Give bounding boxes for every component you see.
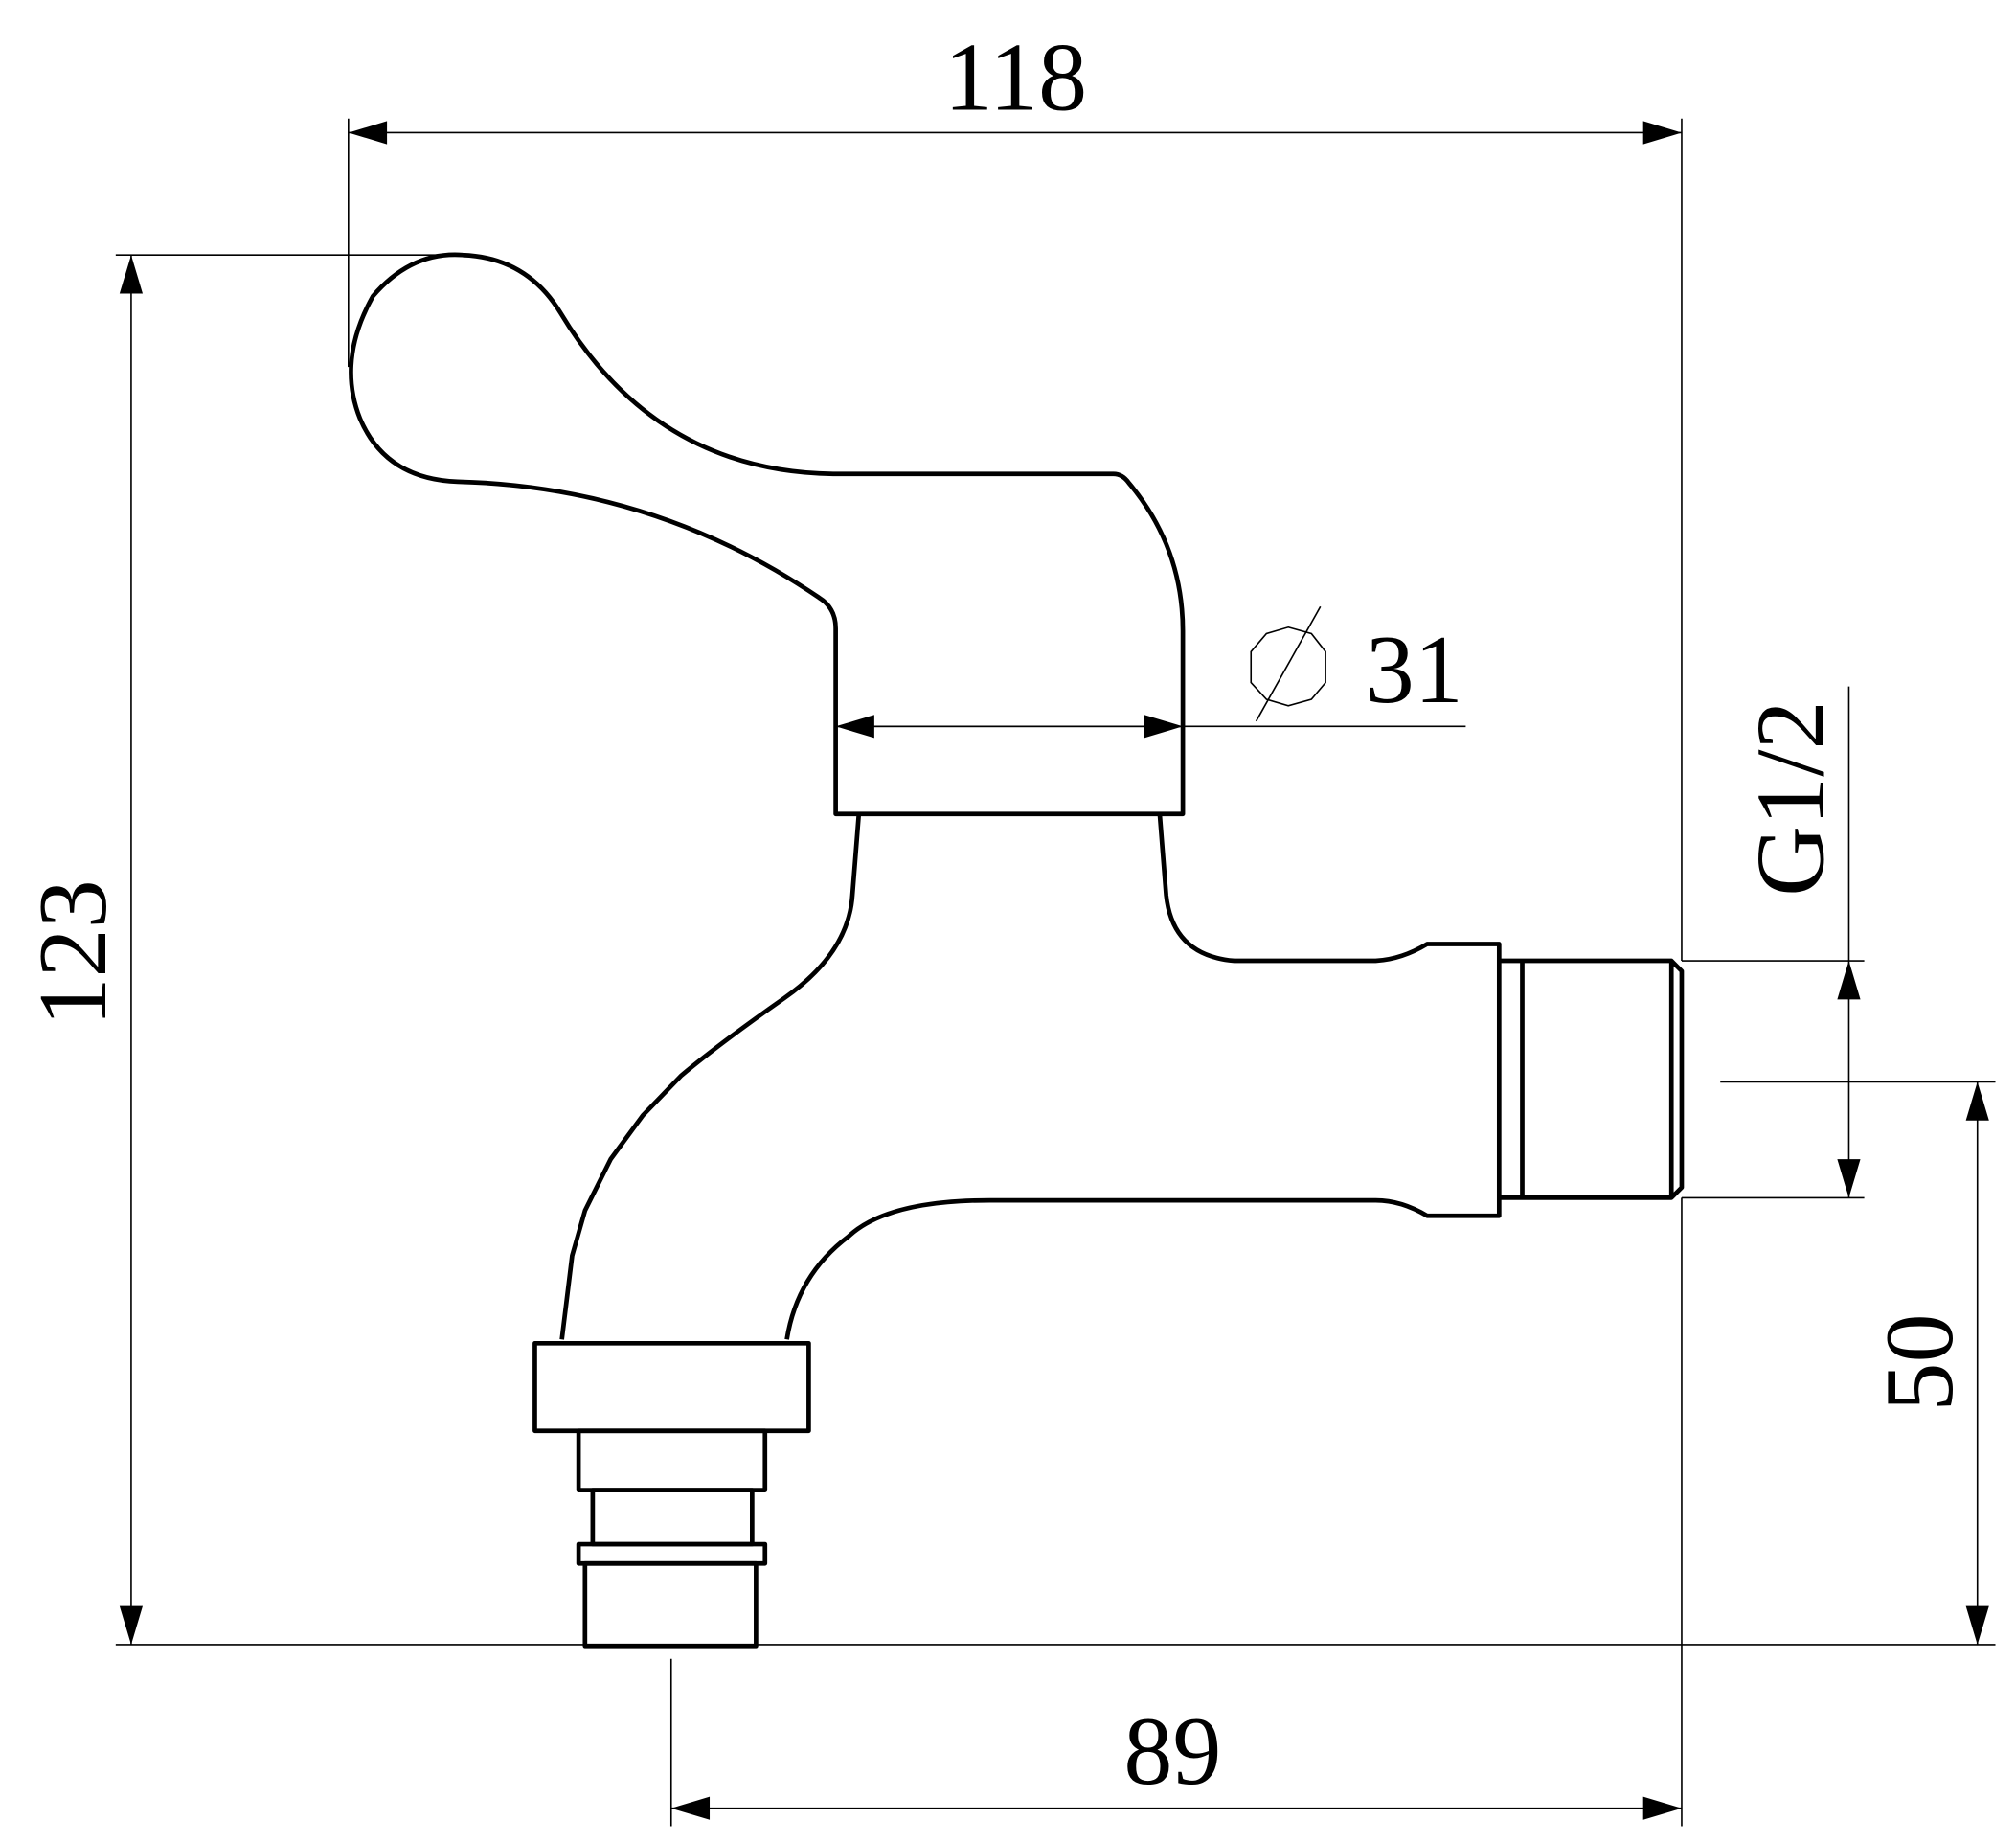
dim-diameter-label: 31 bbox=[1366, 616, 1463, 724]
dim-89-label: 89 bbox=[1123, 1697, 1221, 1806]
hose-adapter-upper bbox=[576, 1428, 768, 1492]
thread-label: G1/2 bbox=[1737, 700, 1846, 896]
hose-adapter-mid bbox=[590, 1488, 755, 1547]
dimension-thread: G1/2 bbox=[1681, 686, 1865, 1199]
tap-body bbox=[559, 813, 1502, 1340]
hose-adapter-tip bbox=[582, 1560, 759, 1649]
lever-handle bbox=[349, 252, 1186, 817]
dim-width-label: 118 bbox=[944, 23, 1087, 131]
dimension-50: 50 bbox=[756, 1081, 1996, 1646]
outlet-nut bbox=[532, 1340, 811, 1434]
dimension-31: 31 bbox=[835, 605, 1466, 739]
faucet-outline bbox=[349, 252, 1685, 1649]
dimension-89: 89 bbox=[669, 1197, 1683, 1827]
dim-height-label: 123 bbox=[19, 879, 127, 1026]
dimension-118: 118 bbox=[348, 23, 1683, 962]
dim-50-label: 50 bbox=[1866, 1313, 1974, 1411]
thread-connector bbox=[1499, 958, 1685, 1200]
hose-adapter-ring bbox=[576, 1541, 768, 1566]
diameter-icon bbox=[1250, 626, 1326, 707]
dimension-123: 123 bbox=[19, 254, 585, 1646]
